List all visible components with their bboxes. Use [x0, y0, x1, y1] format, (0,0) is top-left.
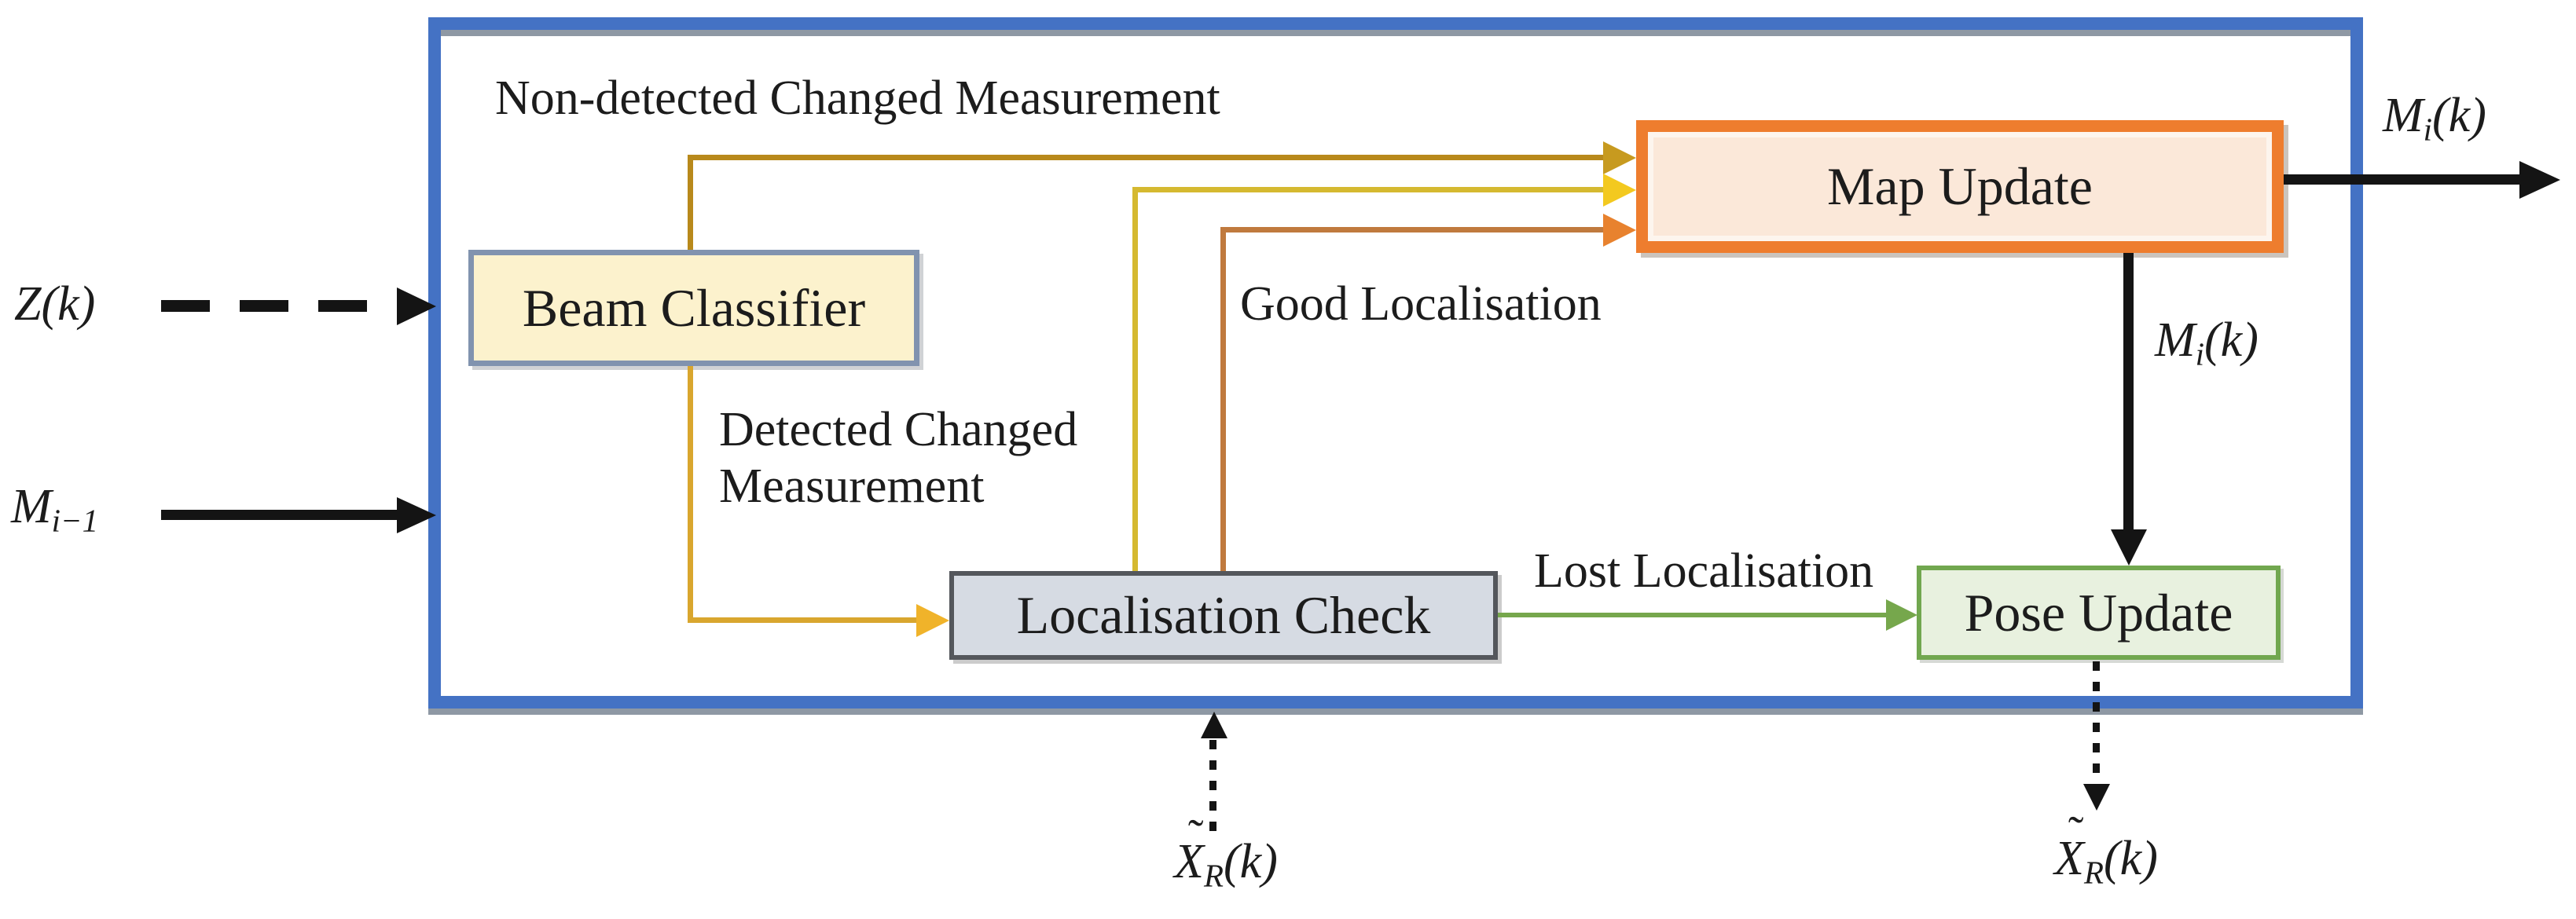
tilde-accent: ˜ — [1187, 811, 1204, 862]
math-base: M — [2155, 313, 2196, 367]
label-non-detected: Non-detected Changed Measurement — [495, 71, 1220, 125]
label-x-under-check: ˜XR(k) — [1174, 811, 1278, 894]
edge-m-prev-input-horizontal — [161, 510, 397, 520]
label-x-under-pose: ˜XR(k) — [2054, 807, 2158, 891]
math-sub: i — [2195, 336, 2205, 372]
system-boundary-box — [428, 17, 2363, 708]
edge-good-localisation-vertical — [1220, 229, 1226, 571]
math-base: M — [2383, 89, 2424, 142]
math-rest: (k) — [2104, 832, 2158, 885]
edge-map-to-pose-vertical — [2123, 253, 2134, 529]
arrowhead-good-localisation-right-icon — [1603, 214, 1636, 247]
edge-check-to-map-yellow-horizontal — [1132, 187, 1603, 192]
label-detected-line2: Measurement — [719, 459, 985, 513]
label-m-output: Mi(k) — [2383, 88, 2486, 148]
arrowhead-map-to-pose-down-icon — [2111, 529, 2147, 566]
edge-non-detected-vertical — [688, 157, 693, 250]
pose-update-box: Pose Update — [1917, 566, 2281, 660]
arrowhead-detected-right-icon — [916, 604, 949, 637]
label-detected-line1: Detected Changed — [719, 403, 1078, 456]
edge-detected-vertical — [688, 366, 693, 623]
label-m-map-to-pose: Mi(k) — [2155, 313, 2259, 372]
edge-z-input-dashed — [161, 300, 397, 312]
label-lost-localisation: Lost Localisation — [1534, 544, 1874, 598]
math-rest: (k) — [1224, 835, 1278, 888]
beam-classifier-box: Beam Classifier — [468, 250, 919, 366]
math-base: M — [11, 480, 52, 533]
edge-x-check-dotted — [1209, 740, 1216, 831]
arrowhead-yellow-right-icon — [1603, 174, 1636, 207]
arrowhead-map-output-right-icon — [2519, 161, 2560, 199]
edge-x-pose-dotted — [2093, 661, 2100, 784]
arrowhead-x-check-up-icon — [1201, 712, 1227, 738]
edge-non-detected-horizontal — [688, 155, 1603, 160]
label-good-localisation: Good Localisation — [1240, 277, 1602, 331]
map-update-label: Map Update — [1826, 156, 2093, 216]
edge-check-to-map-yellow-vertical — [1132, 189, 1138, 571]
arrowhead-non-detected-right-icon — [1603, 141, 1636, 174]
math-base: X — [1174, 835, 1205, 888]
tilde-accent: ˜ — [2068, 807, 2084, 859]
localisation-check-label: Localisation Check — [1016, 585, 1431, 645]
edge-lost-localisation-horizontal — [1498, 613, 1886, 617]
math-sub: R — [2084, 855, 2104, 891]
math-base: X — [2054, 832, 2085, 885]
edge-map-output-horizontal — [2284, 174, 2519, 185]
label-z-input: Z(k) — [14, 276, 95, 336]
math-rest: (k) — [2432, 89, 2486, 142]
label-detected: Detected Changed Measurement — [719, 402, 1077, 515]
math-rest: (k) — [2204, 313, 2259, 367]
arrowhead-x-pose-down-icon — [2083, 784, 2110, 811]
pose-update-label: Pose Update — [1964, 582, 2233, 643]
math-base: Z — [14, 277, 42, 331]
map-update-box: Map Update — [1636, 120, 2284, 253]
arrowhead-z-input-right-icon — [397, 287, 436, 325]
math-rest: (k) — [41, 277, 96, 331]
math-sub: i — [2423, 112, 2433, 148]
math-sub: R — [1204, 858, 1224, 894]
arrowhead-m-prev-right-icon — [397, 497, 436, 533]
math-sub: i−1 — [51, 503, 99, 539]
arrowhead-lost-localisation-right-icon — [1886, 599, 1917, 631]
beam-classifier-label: Beam Classifier — [522, 277, 866, 338]
localisation-check-box: Localisation Check — [949, 571, 1498, 660]
edge-good-localisation-horizontal — [1220, 227, 1603, 232]
edge-detected-horizontal — [688, 617, 916, 623]
label-m-prev-input: Mi−1 — [11, 479, 98, 539]
